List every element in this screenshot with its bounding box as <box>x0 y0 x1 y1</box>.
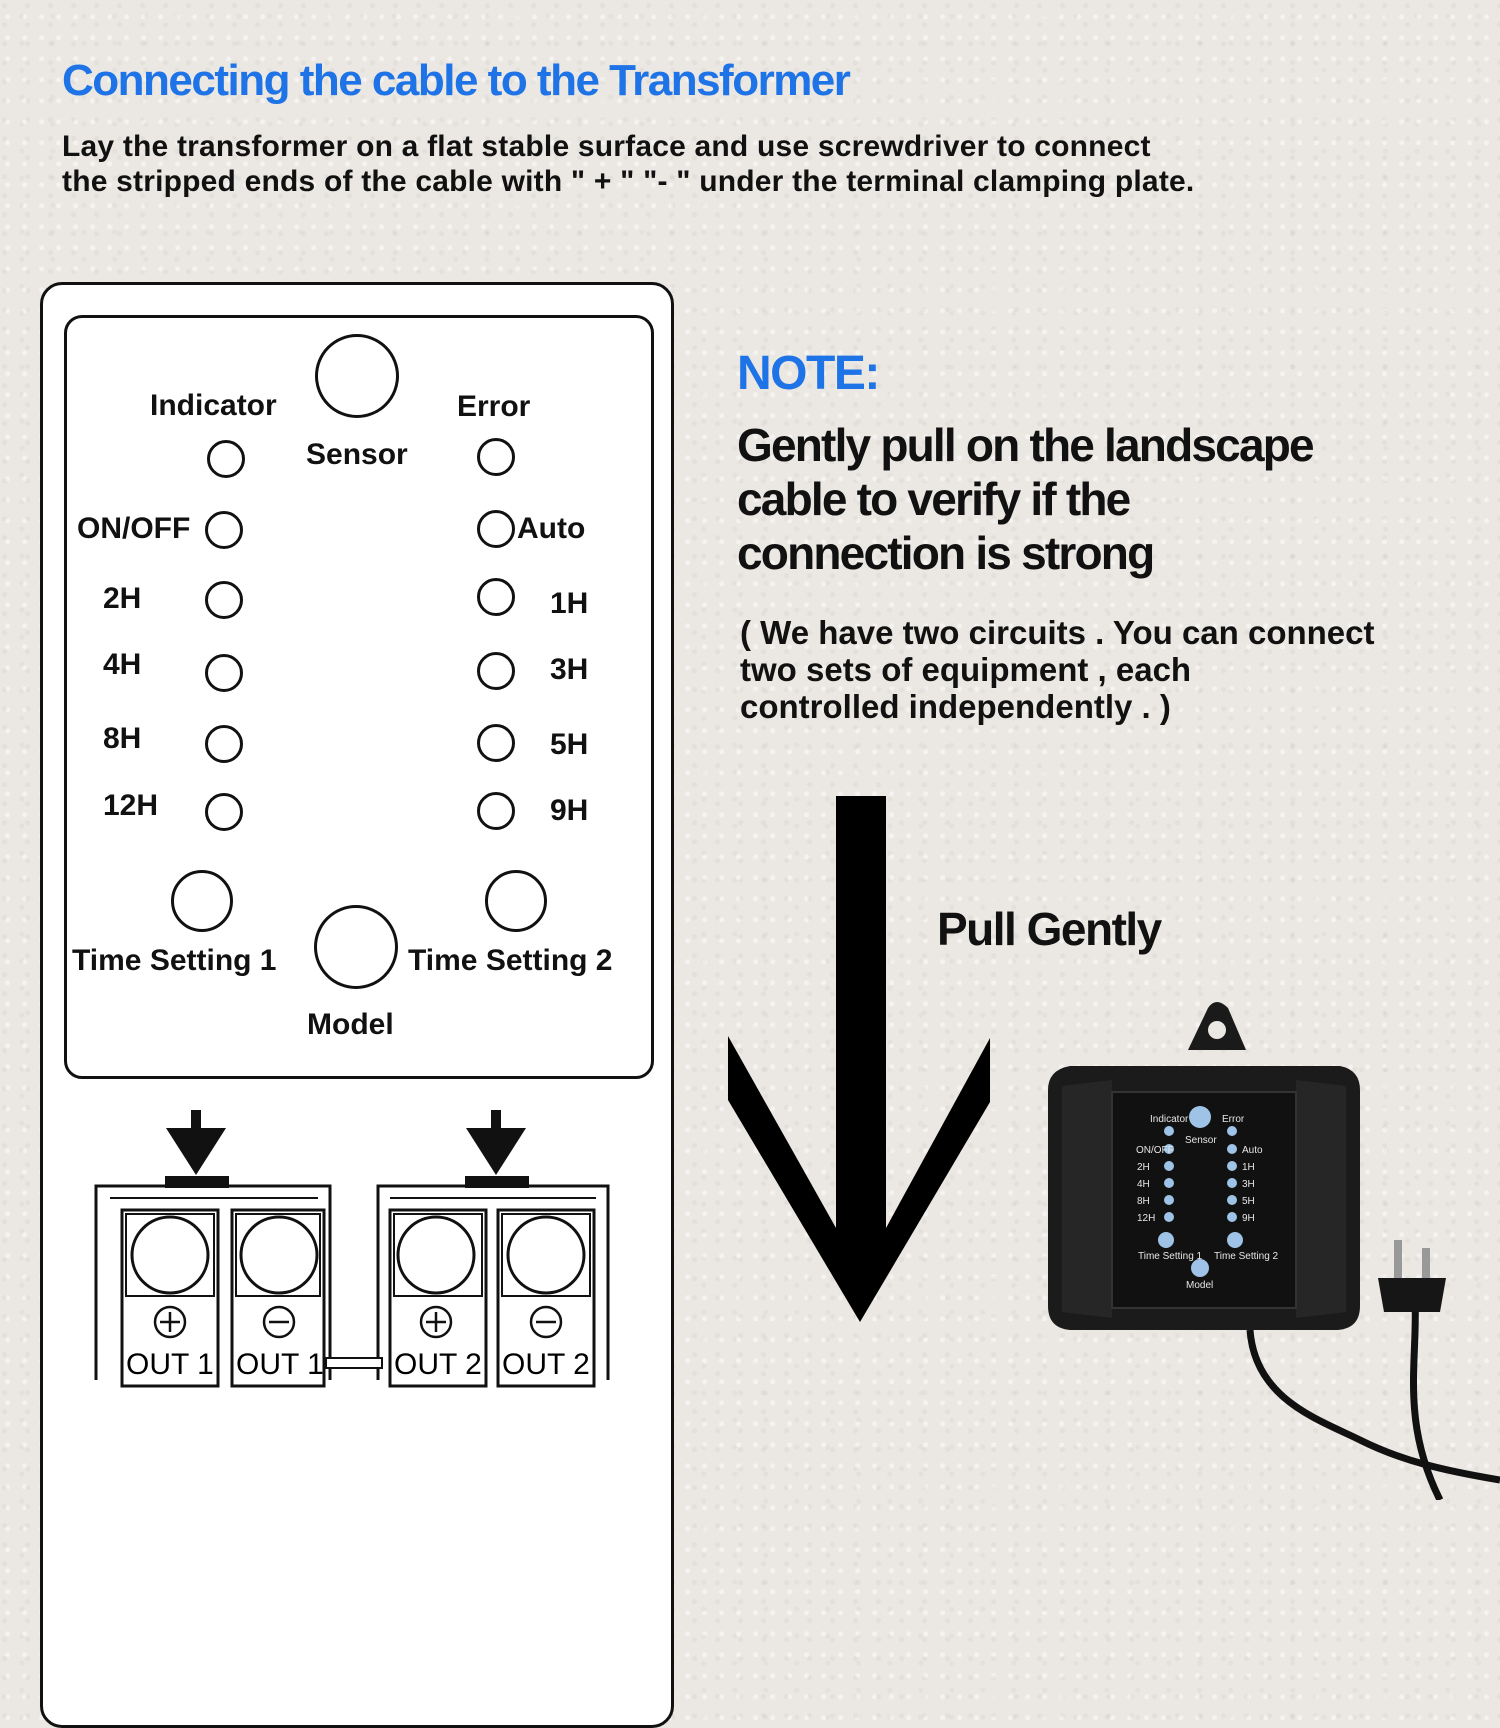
device-indicator-label: Indicator <box>1150 1114 1189 1125</box>
time-label-3h: 3H <box>550 653 589 686</box>
time-label-2h: 2H <box>103 582 142 615</box>
auto-led <box>477 510 515 548</box>
device-3h-label: 3H <box>1242 1179 1255 1190</box>
terminal-label-4: OUT 2 <box>502 1348 590 1381</box>
description-line-1: Lay the transformer on a flat stable sur… <box>62 130 1151 163</box>
error-label: Error <box>457 390 531 423</box>
circuits-note-line-1: ( We have two circuits . You can connect <box>740 614 1375 651</box>
on-off-label: ON/OFF <box>77 512 191 545</box>
terminal-arrow-left <box>166 1110 226 1175</box>
device-4h-label: 4H <box>1137 1179 1150 1190</box>
device-time-setting-2-label: Time Setting 2 <box>1214 1251 1279 1262</box>
device-cable <box>1246 1329 1500 1484</box>
time-label-9h: 9H <box>550 794 589 827</box>
led-9h <box>477 792 515 830</box>
terminal-label-2: OUT 1 <box>236 1348 324 1381</box>
device-1h-label: 1H <box>1242 1162 1255 1173</box>
time-setting-2-label: Time Setting 2 <box>408 944 613 977</box>
pull-gently-label: Pull Gently <box>937 903 1162 955</box>
note-line-3: connection is strong <box>737 527 1155 579</box>
led-2h <box>205 581 243 619</box>
led-4h <box>205 654 243 692</box>
on-off-led <box>205 511 243 549</box>
terminal-out1-positive <box>120 1208 220 1388</box>
model-circle <box>314 905 398 989</box>
note-line-2: cable to verify if the <box>737 473 1131 525</box>
model-label: Model <box>307 1008 394 1041</box>
device-9h-label: 9H <box>1242 1213 1255 1224</box>
time-setting-1-label: Time Setting 1 <box>72 944 277 977</box>
time-label-8h: 8H <box>103 722 142 755</box>
device-auto-label: Auto <box>1242 1145 1263 1156</box>
description-line-2: the stripped ends of the cable with " + … <box>62 165 1195 198</box>
pull-illustration: Indicator Error Sensor ON/OFF Auto 2H 1H… <box>728 796 1500 1500</box>
error-led <box>477 438 515 476</box>
led-5h <box>477 724 515 762</box>
indicator-label: Indicator <box>150 389 277 422</box>
device-face: Indicator Error Sensor ON/OFF Auto 2H 1H… <box>1136 1106 1279 1291</box>
led-12h <box>205 793 243 831</box>
terminal-label-1: OUT 1 <box>126 1348 214 1381</box>
terminal-out2-negative <box>496 1208 596 1388</box>
auto-label: Auto <box>517 512 586 545</box>
terminal-out2-positive <box>388 1208 488 1388</box>
circuits-note-line-2: two sets of equipment , each <box>740 651 1192 688</box>
time-setting-1-circle <box>171 870 233 932</box>
terminal-block: OUT 1 OUT 1 OUT 2 OUT 2 <box>94 1110 610 1388</box>
pull-down-arrow-icon <box>728 796 990 1322</box>
led-3h <box>477 652 515 690</box>
sensor-label: Sensor <box>306 438 408 471</box>
device-5h-label: 5H <box>1242 1196 1255 1207</box>
terminal-arrow-right <box>466 1110 526 1175</box>
device-model-label: Model <box>1186 1280 1213 1291</box>
terminal-out1-negative <box>230 1208 326 1388</box>
time-label-5h: 5H <box>550 728 589 761</box>
led-8h <box>205 725 243 763</box>
device-12h-label: 12H <box>1137 1213 1155 1224</box>
circuits-note-line-3: controlled independently . ) <box>740 688 1171 725</box>
device-error-label: Error <box>1222 1114 1245 1125</box>
device-8h-label: 8H <box>1137 1196 1150 1207</box>
terminal-label-3: OUT 2 <box>394 1348 482 1381</box>
device-sensor-label: Sensor <box>1185 1135 1217 1146</box>
device-time-setting-1-label: Time Setting 1 <box>1138 1251 1203 1262</box>
sensor-circle <box>315 334 399 418</box>
time-label-4h: 4H <box>103 648 142 681</box>
note-line-1: Gently pull on the landscape <box>737 419 1315 471</box>
note-label: NOTE: <box>737 347 880 400</box>
indicator-led <box>207 440 245 478</box>
time-label-12h: 12H <box>103 789 159 822</box>
plug-icon <box>1378 1240 1446 1312</box>
device-2h-label: 2H <box>1137 1162 1150 1173</box>
time-label-1h: 1H <box>550 587 589 620</box>
page-title: Connecting the cable to the Transformer <box>62 56 851 105</box>
device-on-off-label: ON/OFF <box>1136 1145 1174 1156</box>
plug-cord <box>1410 1299 1444 1500</box>
transformer-device <box>1048 1002 1360 1330</box>
led-1h <box>477 578 515 616</box>
time-setting-2-circle <box>485 870 547 932</box>
